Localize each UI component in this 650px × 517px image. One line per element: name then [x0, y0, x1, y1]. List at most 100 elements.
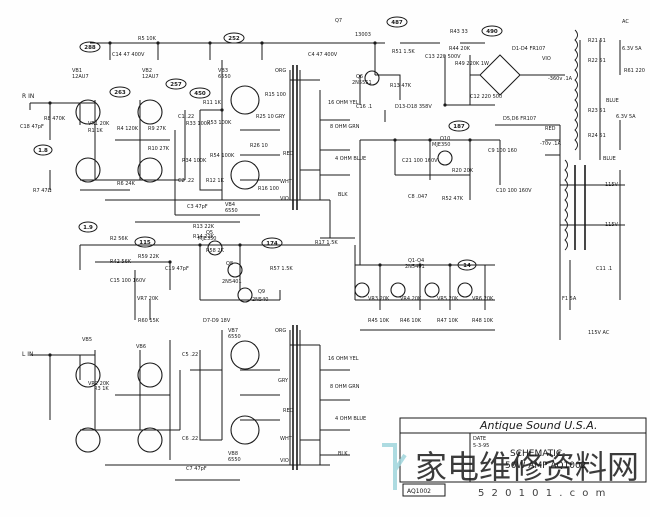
capacitor-label: C11 .1	[596, 266, 612, 272]
junction-dots	[48, 41, 472, 357]
resistor-label: R53 100K	[207, 120, 232, 126]
labels-resistors: R5 10K R1 1K R3 1K R4 120K R6 24K R7 47Ω…	[33, 29, 645, 392]
resistor-label: R4 120K	[117, 126, 139, 132]
resistor-label: R6 24K	[117, 181, 136, 187]
wire-color-label: WHT	[280, 436, 293, 442]
wiring	[29, 40, 625, 481]
l-in-label: L IN	[22, 351, 34, 358]
labels-tubes: VB1 12AU7 VB2 12AU7 VB3 6550 VB4 6550 VB…	[72, 68, 241, 463]
resistor-label: R43 33	[450, 29, 468, 35]
watermark-url: 5 2 0 1 0 1 . c o m	[478, 488, 607, 499]
tube-vb8-ref: VB8	[228, 451, 238, 457]
pot-label: VR1 20K	[88, 121, 110, 127]
wire-color-label: WHT	[280, 179, 293, 185]
diode-label: D1-D4 FR107	[512, 46, 545, 52]
tube-vb3-type: 6550	[218, 74, 231, 80]
wire-color-label: GRY	[278, 378, 289, 384]
power-label: 6.3V 5A	[622, 46, 642, 52]
tube-vb4-ref: VB4	[225, 202, 235, 208]
q9-type: 2N540	[252, 297, 268, 303]
resistor-label: R20 20K	[452, 168, 474, 174]
company-name: Antique Sound U.S.A.	[479, 419, 597, 432]
resistor-label: R60 15K	[138, 318, 160, 324]
resistor-label: R11 1K	[203, 100, 222, 106]
q8-ref: Q8	[226, 261, 233, 267]
resistor-label: R7 47Ω	[33, 188, 52, 194]
resistor-label: R14 22K	[193, 234, 215, 240]
wire-color-label: VIO	[280, 196, 289, 202]
pot-label: VR2 20K	[88, 381, 110, 387]
resistor-label: R15 100	[265, 92, 286, 98]
q8-type: 2N5401	[222, 279, 242, 285]
q9-ref: Q9	[258, 289, 265, 295]
transistor-q6	[364, 70, 380, 86]
voltage-187: 187	[453, 124, 465, 130]
diode-label: D13-D18 358V	[395, 104, 432, 110]
output-transformer-lower	[292, 325, 298, 470]
output-transformer-upper	[292, 65, 298, 210]
watermark-logo-text: 家电维修资料网	[415, 448, 639, 486]
capacitor-label: C13 220 500V	[425, 54, 461, 60]
power-label: 115V	[605, 182, 619, 188]
resistor-label: R52 47K	[442, 196, 464, 202]
tube-vb2-lower	[137, 157, 163, 183]
voltage-neg-70: -70v .1A	[540, 141, 561, 147]
resistor-label: R21 51	[588, 38, 606, 44]
tube-vb5-lower	[75, 427, 101, 453]
q6-ref: Q6	[356, 74, 363, 80]
tube-vb2-type: 12AU7	[142, 74, 159, 80]
resistor-label: R46 10K	[400, 318, 422, 324]
resistor-label: R44 20K	[449, 46, 471, 52]
transistors	[207, 70, 473, 303]
wire-color-label: RED	[283, 151, 294, 157]
resistor-label: R57 1.5K	[270, 266, 293, 272]
voltage-263: 263	[114, 90, 126, 96]
resistor-label: R16 100	[258, 186, 279, 192]
tap-label-lower: 8 OHM GRN	[330, 384, 360, 390]
power-label: AC	[622, 19, 629, 25]
resistor-label: R34 100K	[182, 158, 207, 164]
resistor-label: R9 27K	[148, 126, 167, 132]
resistor-label: R59 22K	[138, 254, 160, 260]
resistor-label: R5 10K	[138, 36, 157, 42]
tube-vb4	[230, 160, 260, 190]
resistor-label: R61 220	[624, 68, 645, 74]
voltage-450: 450	[194, 91, 206, 97]
transistor-q2	[390, 282, 406, 298]
pot-label: VR5 20K	[437, 296, 459, 302]
voltage-1-9: 1.9	[83, 225, 93, 231]
tubes	[75, 85, 260, 453]
q5-ref: Q5	[206, 230, 213, 236]
voltage-288: 288	[84, 45, 96, 51]
capacitor-label: C9 100 160	[488, 148, 517, 154]
voltage-174: 174	[266, 241, 278, 247]
tube-vb2-ref: VB2	[142, 68, 152, 74]
capacitor-label: C6 .22	[182, 436, 198, 442]
labels-capacitors: C14 47 400V C4 47 400V C18 47pF C1 .22 C…	[20, 52, 612, 472]
q10-ref: Q10	[440, 136, 450, 142]
resistor-label: R23 51	[588, 108, 606, 114]
tube-vb8-type: 6550	[228, 457, 241, 463]
transistor-q9	[237, 287, 253, 303]
tube-vb1-type: 12AU7	[72, 74, 89, 80]
voltage-neg-360: -360v .1A	[548, 76, 573, 82]
tube-vb3	[230, 85, 260, 115]
tap-label-upper: BLK	[338, 192, 348, 198]
voltage-1-8: 1.8	[38, 148, 48, 154]
tap-label-upper: 8 OHM GRN	[330, 124, 360, 130]
tube-vb1-upper	[75, 99, 101, 125]
resistor-label: R33 100K	[186, 121, 211, 127]
q7-type: 13003	[355, 32, 371, 38]
resistor-label: R13 22K	[193, 224, 215, 230]
tube-vb1-lower	[75, 157, 101, 183]
transistor-q8	[227, 262, 243, 278]
resistor-label: R58 2K	[206, 248, 225, 254]
capacitor-label: C16 .1	[356, 104, 372, 110]
power-label: RED	[545, 126, 556, 132]
resistor-label: R42 56K	[110, 259, 132, 265]
voltage-257: 257	[170, 82, 182, 88]
wire-color-label: ORG	[275, 328, 286, 334]
resistor-label: R26 10	[250, 143, 268, 149]
capacitor-label: C21 100 160V	[402, 158, 438, 164]
